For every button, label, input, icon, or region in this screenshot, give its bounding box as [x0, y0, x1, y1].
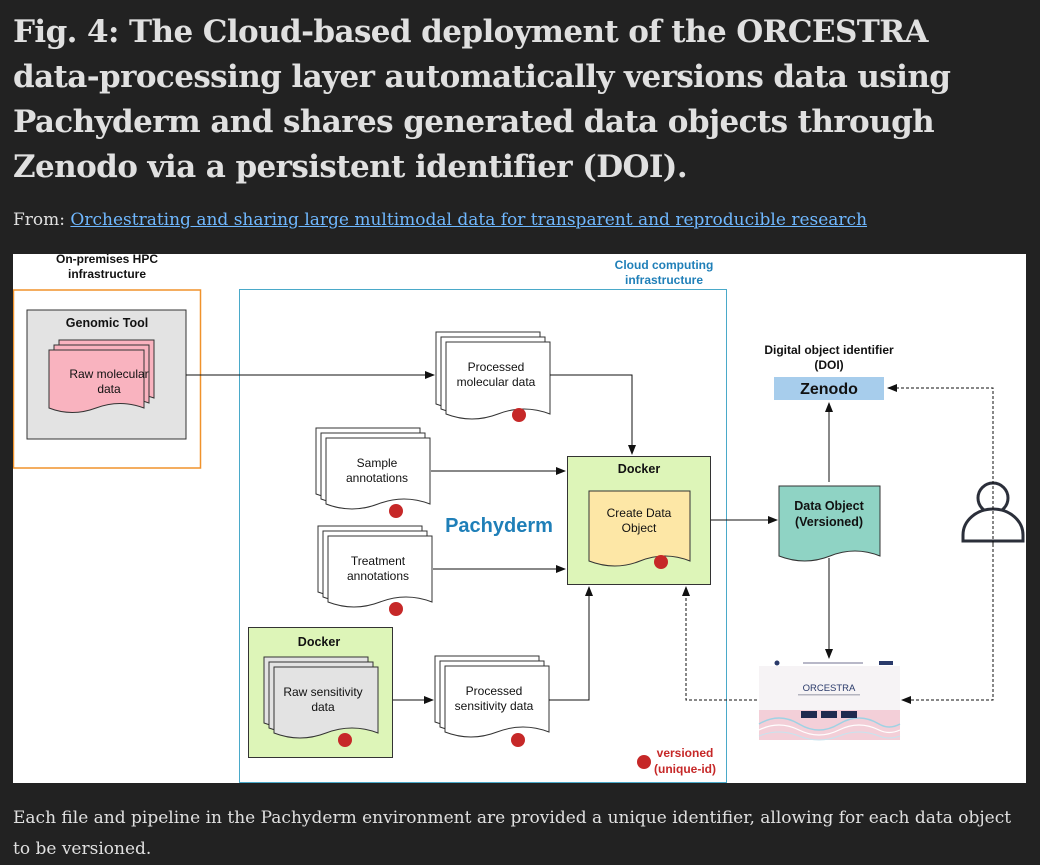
orcestra-website-thumbnail: [758, 660, 901, 741]
data-object-line2: (Versioned): [795, 515, 863, 529]
create-data-object-line1: Create Data: [607, 506, 672, 520]
raw-sensitivity-line1: Raw sensitivity: [283, 685, 362, 699]
processed-sensitivity-data-stack: [434, 655, 550, 738]
arrow-processed-sensitivity-to-docker: [549, 586, 593, 701]
treatment-annotations-line1: Treatment: [351, 554, 406, 568]
processed-molecular-line2: molecular data: [457, 375, 536, 389]
processed-molecular-data-stack: [435, 331, 551, 420]
figure-title: Fig. 4: The Cloud-based deployment of th…: [13, 14, 951, 185]
cloud-infrastructure-box: [239, 289, 727, 783]
orcestra-site-title: ORCESTRA: [803, 683, 856, 694]
zenodo-label: Zenodo: [800, 381, 858, 398]
raw-molecular-line1: Raw molecular: [69, 367, 148, 381]
figure-caption: Each file and pipeline in the Pachyderm …: [13, 808, 1012, 859]
legend-version-dot: [637, 755, 651, 769]
raw-molecular-line2: data: [97, 382, 121, 396]
create-data-object-shape: [588, 490, 691, 567]
raw-sensitivity-line2: data: [311, 700, 335, 714]
cloud-label-line2: infrastructure: [625, 273, 703, 287]
diagram-svg: On-premises HPC infrastructure Genomic T…: [13, 254, 1025, 783]
version-dot-raw-sensitivity: [338, 733, 352, 747]
diagram-figure: On-premises HPC infrastructure Genomic T…: [13, 254, 1026, 783]
processed-sensitivity-line2: sensitivity data: [455, 699, 534, 713]
arrow-website-to-docker: [682, 586, 757, 701]
treatment-annotations-stack: [317, 525, 433, 608]
arrow-user-to-zenodo: [887, 384, 994, 544]
version-dot-sample-annotations: [389, 504, 403, 518]
data-object-versioned-shape: [778, 485, 881, 562]
processed-sensitivity-line1: Processed: [466, 684, 523, 698]
raw-sensitivity-data-stack: [263, 656, 379, 739]
docker-sensitivity-label: Docker: [298, 635, 341, 649]
treatment-annotations-line2: annotations: [347, 569, 409, 583]
version-dot-create-data-object: [654, 555, 668, 569]
version-dot-processed-molecular: [512, 408, 526, 422]
pachyderm-label: Pachyderm: [445, 515, 553, 537]
onprem-hpc-box: [13, 289, 202, 469]
source-article-link[interactable]: Orchestrating and sharing large multimod…: [70, 210, 868, 230]
version-dot-processed-sensitivity: [511, 733, 525, 747]
legend-versioned-line2: (unique-id): [654, 762, 716, 776]
sample-annotations-line2: annotations: [346, 471, 408, 485]
doi-label-line2: (DOI): [814, 358, 843, 372]
zenodo-box: [774, 377, 884, 400]
onprem-label-line2: infrastructure: [68, 267, 146, 281]
arrow-processed-molecular-to-docker: [550, 374, 636, 455]
from-label: From:: [13, 210, 66, 230]
genomic-tool-label: Genomic Tool: [66, 316, 148, 330]
doi-label-line1: Digital object identifier: [764, 343, 894, 357]
sample-annotations-line1: Sample: [357, 456, 398, 470]
create-data-object-line2: Object: [622, 521, 657, 535]
processed-molecular-line1: Processed: [468, 360, 525, 374]
version-dot-treatment-annotations: [389, 602, 403, 616]
onprem-label-line1: On-premises HPC: [56, 254, 158, 266]
raw-molecular-data-stack: [48, 339, 155, 413]
docker-main-label: Docker: [618, 462, 661, 476]
source-line: From: Orchestrating and sharing large mu…: [13, 210, 867, 230]
data-object-line1: Data Object: [794, 499, 864, 513]
sample-annotations-stack: [315, 427, 431, 510]
cloud-label-line1: Cloud computing: [615, 258, 714, 272]
legend-versioned-line1: versioned: [657, 746, 714, 760]
arrow-user-to-website: [901, 544, 994, 704]
